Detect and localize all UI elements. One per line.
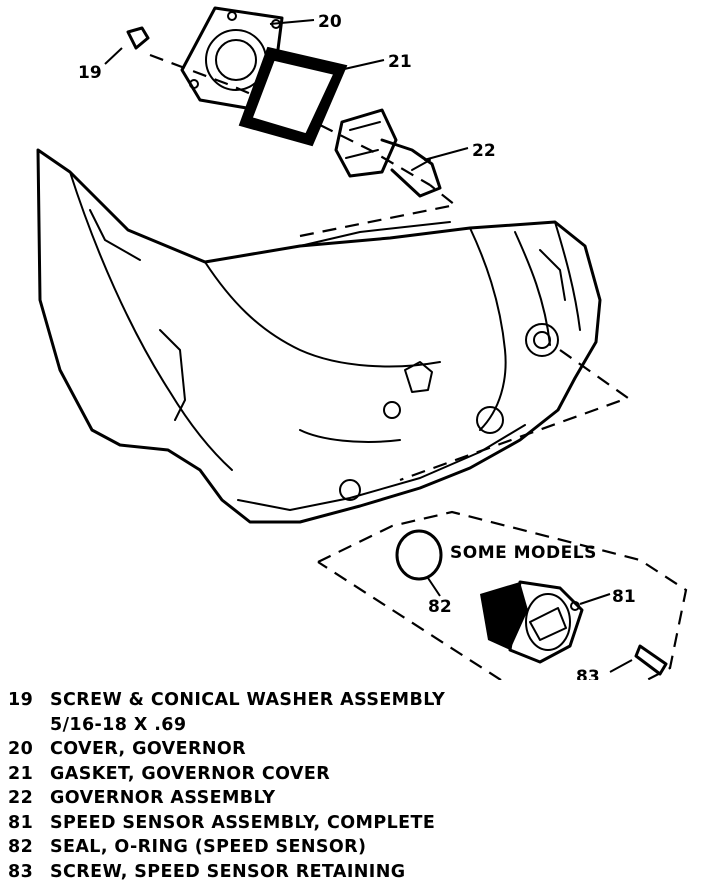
legend-item-description: SPEED SENSOR ASSEMBLY, COMPLETE [50, 811, 435, 836]
legend-item-number: 82 [8, 837, 34, 857]
legend-item: 21 GASKET, GOVERNOR COVER [8, 762, 698, 787]
legend-item: 20 COVER, GOVERNOR [8, 737, 698, 762]
callout-83: 83 [576, 667, 600, 680]
legend-item-line: SPEED SENSOR ASSEMBLY, COMPLETE [50, 812, 436, 833]
legend-item-description: GASKET, GOVERNOR COVER [50, 762, 330, 787]
speed-sensor-81 [480, 580, 611, 664]
screw-83 [609, 644, 668, 676]
legend-item: 83 SCREW, SPEED SENSOR RETAINING [8, 860, 698, 885]
legend-item-line: 5/16-18 X .69 [50, 714, 187, 735]
legend-item: 22 GOVERNOR ASSEMBLY [8, 786, 698, 811]
screw-19 [104, 26, 150, 65]
exploded-diagram: 19 20 21 22 81 82 83 SOME MODELS [36, 6, 688, 680]
transmission-case [36, 148, 602, 524]
legend-item-description: SCREW & CONICAL WASHER ASSEMBLY 5/16-18 X… [50, 688, 445, 737]
callout-19: 19 [78, 63, 102, 83]
parts-legend: 19 SCREW & CONICAL WASHER ASSEMBLY 5/16-18… [8, 688, 698, 884]
legend-item-number: 21 [8, 763, 34, 784]
callout-20: 20 [318, 12, 342, 32]
callout-22: 22 [472, 141, 496, 161]
legend-item: 19 SCREW & CONICAL WASHER ASSEMBLY 5/16-18… [8, 688, 698, 737]
legend-item-line: SCREW, SPEED SENSOR RETAINING [50, 861, 406, 882]
callout-21: 21 [388, 52, 412, 72]
legend-item-number: 19 [8, 690, 34, 710]
legend-item-description: SEAL, O-RING (SPEED SENSOR) [50, 835, 366, 860]
legend-item-number: 22 [8, 788, 34, 808]
legend-item-description: COVER, GOVERNOR [50, 737, 246, 762]
legend-item-line: GOVERNOR ASSEMBLY [50, 788, 276, 808]
legend-item: 82 SEAL, O-RING (SPEED SENSOR) [8, 835, 698, 860]
callout-81: 81 [612, 587, 636, 607]
o-ring-82 [395, 529, 443, 597]
legend-item-description: SCREW, SPEED SENSOR RETAINING [50, 860, 406, 885]
legend-item-line: SEAL, O-RING (SPEED SENSOR) [50, 837, 367, 857]
legend-item-line: SCREW & CONICAL WASHER ASSEMBLY [50, 690, 446, 710]
legend-item-number: 20 [8, 739, 34, 759]
legend-item-number: 81 [8, 812, 34, 833]
legend-item-line: GASKET, GOVERNOR COVER [50, 763, 331, 784]
governor-assembly-22 [334, 108, 469, 198]
alignment-line-frame-upper [299, 184, 458, 238]
legend-item: 81 SPEED SENSOR ASSEMBLY, COMPLETE [8, 811, 698, 836]
legend-item-line: COVER, GOVERNOR [50, 739, 247, 759]
some-models-label: SOME MODELS [450, 543, 597, 563]
legend-item-number: 83 [8, 861, 34, 882]
callout-82: 82 [428, 597, 452, 617]
legend-item-description: GOVERNOR ASSEMBLY [50, 786, 275, 811]
gasket-21 [238, 46, 385, 147]
alignment-line-right [399, 349, 631, 482]
some-models-box [317, 510, 688, 680]
